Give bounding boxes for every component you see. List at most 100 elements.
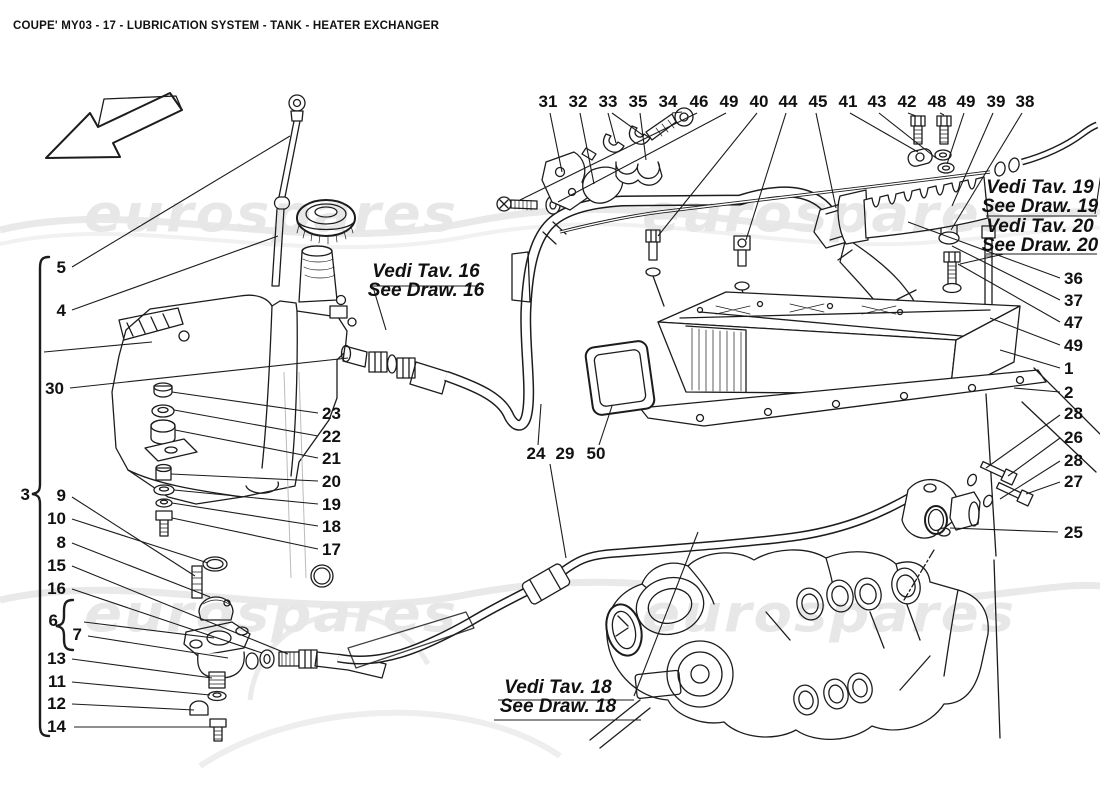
sender-fittings-drawing	[645, 229, 751, 307]
group-brace	[55, 598, 75, 652]
leader-line	[950, 112, 1023, 231]
part-callout-27: 27	[1064, 472, 1083, 491]
leader-line	[907, 221, 1061, 279]
leader-line	[519, 112, 698, 201]
leader-line	[878, 112, 937, 159]
leader-line	[989, 317, 1061, 346]
note-see-draw-19: Vedi Tav. 19	[986, 177, 1094, 198]
part-callout-15: 15	[47, 556, 66, 575]
part-callout-44: 44	[779, 92, 798, 111]
leader-line	[71, 235, 279, 311]
part-callout-49: 49	[720, 92, 739, 111]
part-callout-28: 28	[1064, 404, 1083, 423]
leader-line	[639, 112, 647, 161]
part-callout-32: 32	[569, 92, 588, 111]
part-callout-41: 41	[839, 92, 858, 111]
part-callout-26: 26	[1064, 428, 1083, 447]
leader-line	[71, 496, 196, 577]
part-callout-40: 40	[750, 92, 769, 111]
part-callout-49: 49	[1064, 336, 1083, 355]
part-callout-7: 7	[73, 625, 82, 644]
leader-line	[83, 621, 215, 639]
leader-line	[71, 703, 195, 711]
watermark: eurospares	[84, 184, 459, 245]
part-callout-11: 11	[48, 672, 66, 691]
leader-line	[1013, 387, 1061, 393]
part-callout-35: 35	[629, 92, 648, 111]
part-callout-37: 37	[1064, 291, 1083, 310]
watermark: eurospares	[642, 584, 1017, 645]
comb-bracket-drawing	[837, 176, 989, 245]
part-callout-28: 28	[1064, 451, 1083, 470]
part-callout-3: 3	[21, 485, 30, 504]
leader-line	[611, 112, 645, 137]
leader-line	[171, 517, 319, 550]
leader-line	[1025, 481, 1061, 495]
page-title: COUPE' MY03 - 17 - LUBRICATION SYSTEM - …	[13, 20, 440, 32]
part-callout-17: 17	[322, 540, 341, 559]
part-callout-43: 43	[868, 92, 887, 111]
leader-line	[87, 635, 229, 659]
leader-line	[71, 565, 289, 655]
leader-line	[951, 245, 1061, 301]
leader-line	[633, 531, 699, 697]
leader-line	[849, 112, 919, 153]
leader-line	[745, 112, 787, 241]
part-callout-31: 31	[539, 92, 558, 111]
part-callout-38: 38	[1016, 92, 1035, 111]
leader-line	[671, 111, 683, 114]
thermostat-housing-drawing	[183, 556, 387, 742]
leader-line	[999, 460, 1061, 500]
part-callout-45: 45	[809, 92, 828, 111]
part-callout-25: 25	[1064, 523, 1083, 542]
part-callout-20: 20	[322, 472, 341, 491]
part-callout-8: 8	[57, 533, 66, 552]
engine-drawing	[589, 549, 1001, 749]
part-callout-46: 46	[690, 92, 709, 111]
leader-line	[579, 112, 595, 185]
part-callout-12: 12	[47, 694, 66, 713]
leader-line	[537, 403, 542, 446]
leader-line	[1007, 437, 1061, 477]
leader-line	[951, 112, 994, 207]
part-callout-18: 18	[322, 517, 341, 536]
part-callout-21: 21	[322, 449, 341, 468]
part-callout-39: 39	[987, 92, 1006, 111]
tank-mount-parts-drawing	[144, 371, 334, 588]
leader-line	[598, 405, 613, 446]
part-callout-42: 42	[898, 92, 917, 111]
part-callout-23: 23	[322, 404, 341, 423]
note-see-draw-18: Vedi Tav. 18	[504, 677, 612, 698]
leader-line	[171, 502, 319, 527]
part-callout-49: 49	[957, 92, 976, 111]
part-callout-33: 33	[599, 92, 618, 111]
return-pipe-drawing	[337, 460, 1034, 669]
part-callout-2: 2	[1064, 383, 1073, 402]
leader-line	[815, 112, 837, 209]
metal-line-drawing	[559, 121, 1099, 234]
leader-line	[71, 135, 291, 268]
note-see-draw-16: Vedi Tav. 16	[372, 261, 480, 282]
dipstick-drawing	[271, 94, 306, 287]
leader-line	[957, 263, 1061, 323]
note-see-draw-20: See Draw. 20	[982, 235, 1099, 256]
part-callout-36: 36	[1064, 269, 1083, 288]
part-callout-4: 4	[57, 301, 67, 320]
part-callout-14: 14	[47, 717, 66, 736]
direction-arrow-icon	[45, 92, 183, 159]
leader-line	[71, 658, 213, 679]
leader-line	[557, 112, 727, 203]
leader-line	[1094, 176, 1100, 215]
gasket-drawing	[584, 340, 656, 416]
part-callout-1: 1	[1064, 359, 1073, 378]
part-callout-16: 16	[47, 579, 66, 598]
part-callout-48: 48	[928, 92, 947, 111]
note-see-draw-16: See Draw. 16	[368, 280, 485, 301]
leader-line	[71, 542, 211, 598]
part-callout-29: 29	[556, 444, 575, 463]
watermark: eurospares	[84, 584, 459, 645]
leader-line	[174, 429, 319, 459]
